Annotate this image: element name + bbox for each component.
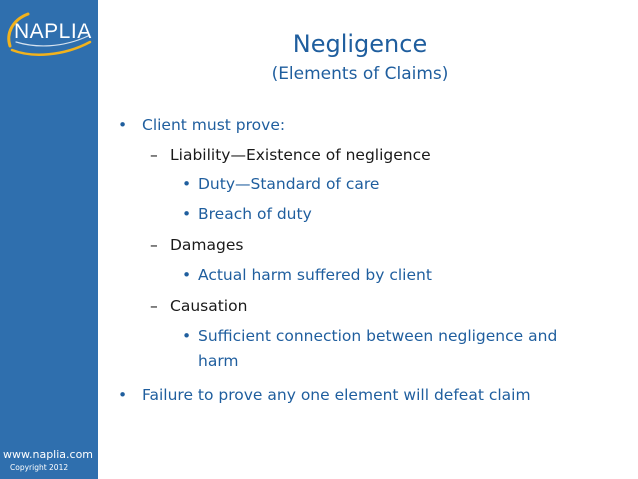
bullet-item: • Duty—Standard of care: [182, 175, 379, 193]
dash-marker: –: [150, 236, 158, 254]
bullet-text: Damages: [170, 236, 244, 254]
bullet-item: – Liability—Existence of negligence: [150, 146, 431, 164]
bullet-text: Client must prove:: [142, 116, 286, 134]
bullet-item: • Sufficient connection between negligen…: [182, 327, 557, 345]
bullet-item: • Client must prove:: [118, 116, 285, 134]
sidebar: NAPLIA www.naplia.com Copyright 2012: [0, 0, 98, 479]
bullet-continuation: harm: [198, 352, 239, 370]
bullet-marker: •: [182, 175, 192, 193]
bullet-item: – Damages: [150, 236, 243, 254]
bullet-marker: •: [182, 327, 192, 345]
logo-swoosh-icon: [7, 12, 92, 56]
bullet-text: Actual harm suffered by client: [198, 266, 432, 284]
dash-marker: –: [150, 146, 158, 164]
copyright-text: Copyright 2012: [10, 463, 69, 472]
bullet-marker: •: [118, 116, 128, 134]
bullet-text: Failure to prove any one element will de…: [142, 386, 531, 404]
website-url: www.naplia.com: [3, 448, 94, 461]
bullet-item: – Causation: [150, 297, 247, 315]
dash-marker: –: [150, 297, 158, 315]
bullet-text: Breach of duty: [198, 205, 312, 223]
bullet-text: Causation: [170, 297, 248, 315]
bullet-text: harm: [198, 352, 239, 370]
bullet-marker: •: [182, 266, 192, 284]
bullet-marker: •: [118, 386, 128, 404]
bullet-marker: •: [182, 205, 192, 223]
bullet-text: Duty—Standard of care: [198, 175, 380, 193]
bullet-item: • Failure to prove any one element will …: [118, 386, 531, 404]
bullet-text: Liability—Existence of negligence: [170, 146, 431, 164]
bullet-item: • Breach of duty: [182, 205, 312, 223]
bullet-item: • Actual harm suffered by client: [182, 266, 432, 284]
logo-text: NAPLIA: [14, 20, 92, 43]
slide-title: Negligence: [292, 30, 428, 58]
bullet-text: Sufficient connection between negligence…: [198, 327, 558, 345]
slide-subtitle: (Elements of Claims): [271, 64, 449, 84]
naplia-logo: NAPLIA: [2, 6, 96, 64]
